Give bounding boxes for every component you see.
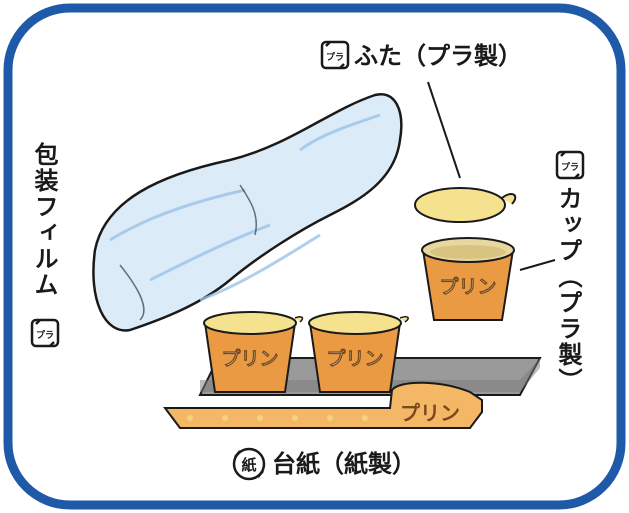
plastic-recycle-icon: プラ bbox=[555, 150, 585, 180]
cup-leader-line bbox=[519, 259, 556, 271]
pudding-cup-1: プリン bbox=[203, 311, 304, 393]
svg-text:プラ: プラ bbox=[326, 51, 344, 63]
separated-cup: プリン bbox=[421, 237, 515, 321]
separated-cup-product-name: プリン bbox=[439, 275, 496, 298]
base-label: 台紙（紙製） bbox=[272, 450, 416, 478]
separated-lid bbox=[414, 187, 517, 223]
packaging-film-illustration bbox=[92, 92, 403, 332]
pudding-cup-2: プリン bbox=[308, 311, 409, 393]
svg-text:プラ: プラ bbox=[561, 161, 579, 173]
cup-2-product-name: プリン bbox=[326, 347, 383, 370]
base-product-name: プリン bbox=[400, 401, 460, 425]
svg-text:紙: 紙 bbox=[241, 456, 256, 474]
plastic-recycle-icon: プラ bbox=[30, 318, 60, 348]
paper-recycle-icon: 紙 bbox=[232, 447, 266, 481]
plastic-recycle-icon: プラ bbox=[320, 40, 350, 70]
svg-text:プラ: プラ bbox=[36, 329, 54, 341]
film-label: 包装フィルム bbox=[30, 142, 58, 298]
lid-leader-line bbox=[427, 81, 461, 179]
paper-base-illustration: プリン bbox=[163, 381, 483, 429]
cup-label: カップ（プラ製） bbox=[554, 186, 582, 394]
cup-1-product-name: プリン bbox=[221, 347, 278, 370]
lid-label: ふた（プラ製） bbox=[354, 42, 522, 70]
